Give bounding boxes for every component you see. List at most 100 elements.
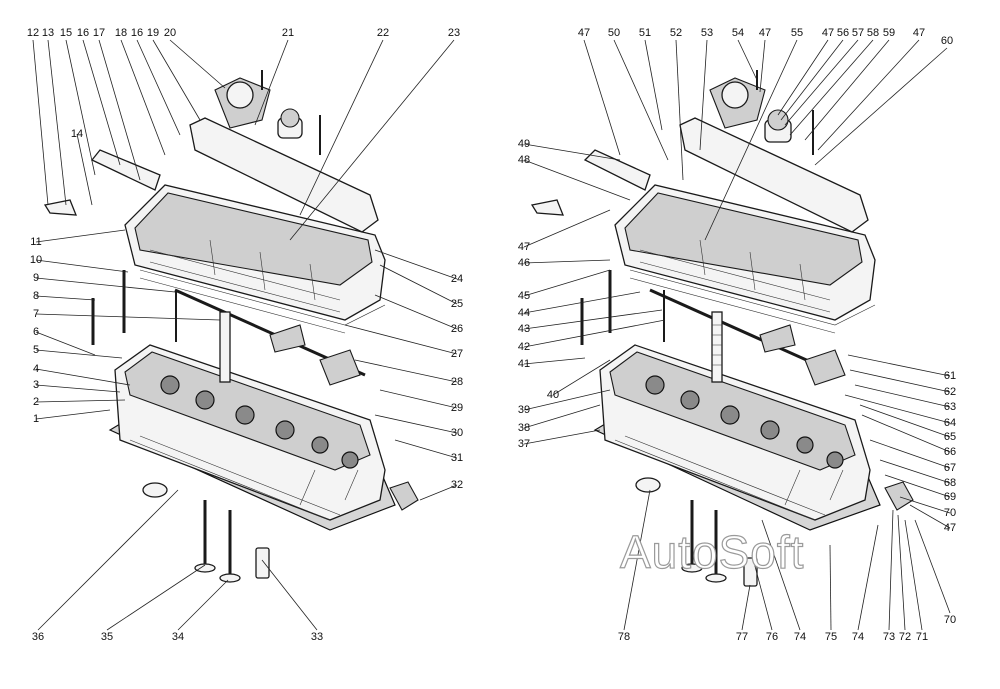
left-thermostat-cap	[226, 81, 254, 109]
right-callout-label: 45	[518, 290, 530, 302]
left-callout-label: 17	[93, 27, 105, 39]
right-leader-line	[829, 544, 832, 631]
right-thermostat-cap	[721, 81, 749, 109]
left-leader-line	[299, 39, 384, 216]
right-callout-label: 70	[944, 507, 956, 519]
right-head-ports	[645, 375, 844, 469]
left-leader-line	[152, 39, 201, 121]
left-head-ports	[160, 375, 359, 469]
left-callout-label: 18	[115, 27, 127, 39]
right-callout-label: 77	[736, 631, 748, 643]
right-callout-label: 56	[837, 27, 849, 39]
left-callout-label: 12	[27, 27, 39, 39]
left-callout-label: 35	[101, 631, 113, 643]
left-leader-line	[35, 399, 126, 403]
left-callout-label: 31	[451, 452, 463, 464]
left-assembly	[43, 70, 419, 583]
left-callout-label: 20	[164, 27, 176, 39]
right-callout-label: 61	[944, 370, 956, 382]
left-callout-label: 27	[451, 348, 463, 360]
left-leader-line	[35, 384, 121, 393]
right-leader-line	[761, 519, 801, 631]
left-leader-line	[169, 39, 226, 89]
left-leader-line	[289, 39, 455, 241]
right-leader-line	[914, 519, 951, 614]
right-callout-label: 71	[916, 631, 928, 643]
right-callout-label: 74	[794, 631, 806, 643]
right-callout-label: 39	[518, 404, 530, 416]
right-leader-line	[869, 439, 951, 469]
right-callout-label: 55	[791, 27, 803, 39]
left-leader-line	[37, 489, 179, 631]
right-leader-line	[814, 47, 948, 166]
right-leader-line	[523, 404, 601, 429]
left-leader-line	[374, 414, 458, 434]
right-callout-label: 54	[732, 27, 744, 39]
right-leader-line	[623, 489, 651, 631]
right-leader-line	[879, 459, 951, 484]
left-callout-label: 4	[33, 363, 39, 375]
right-callout-label: 68	[944, 477, 956, 489]
right-leader-line	[789, 39, 874, 136]
right-leader-line	[737, 39, 758, 81]
left-leader-line	[65, 39, 96, 176]
right-leader-line	[523, 429, 601, 445]
left-callout-label: 16	[131, 27, 143, 39]
left-callout-label: 28	[451, 376, 463, 388]
right-callout-label: 48	[518, 154, 530, 166]
right-leader-line	[583, 39, 621, 156]
right-assembly	[530, 70, 914, 587]
right-leader-line	[780, 39, 844, 121]
right-leader-line	[884, 474, 951, 498]
left-small-bolts	[43, 70, 321, 216]
right-rocker-cover-top	[624, 192, 863, 286]
right-callout-label: 38	[518, 422, 530, 434]
right-leader-line	[675, 39, 684, 181]
left-leader-line	[82, 39, 121, 166]
right-callout-label: 57	[852, 27, 864, 39]
right-plug	[635, 477, 661, 493]
left-leader-line	[374, 294, 458, 330]
left-leader-line	[35, 295, 96, 301]
left-callout-label: 16	[77, 27, 89, 39]
right-callout-label: 60	[941, 35, 953, 47]
left-leader-line	[261, 559, 318, 631]
left-leader-line	[47, 39, 67, 206]
right-intake-pipe	[679, 117, 869, 233]
left-callout-label: 10	[30, 254, 42, 266]
left-leader-line	[35, 229, 126, 243]
right-callout-label: 40	[547, 389, 559, 401]
right-leader-line	[552, 359, 611, 396]
right-leader-line	[523, 357, 586, 365]
left-plug	[142, 482, 168, 498]
right-leader-line	[817, 39, 920, 151]
right-breather-tube	[583, 149, 651, 191]
right-leader-line	[844, 394, 951, 424]
left-callout-label: 36	[32, 631, 44, 643]
left-leader-line	[35, 259, 129, 273]
right-callout-label: 53	[701, 27, 713, 39]
left-leader-line	[394, 439, 458, 459]
left-leader-line	[35, 349, 123, 359]
left-leader-line	[379, 264, 458, 305]
right-rocker-arms	[759, 324, 846, 386]
right-callout-label: 42	[518, 341, 530, 353]
right-leader-line	[849, 369, 951, 393]
right-callout-label: 74	[852, 631, 864, 643]
left-leader-line	[35, 368, 131, 386]
right-callout-label: 51	[639, 27, 651, 39]
left-leader-line	[106, 564, 206, 631]
right-leader-line	[777, 39, 829, 116]
right-callout-label: 46	[518, 257, 530, 269]
right-leader-line	[904, 519, 923, 631]
right-leader-line	[784, 39, 859, 126]
leader-lines	[32, 39, 951, 631]
right-callout-label: 47	[578, 27, 590, 39]
left-leader-line	[354, 359, 458, 383]
right-callout-label: 64	[944, 417, 956, 429]
left-leader-line	[35, 409, 111, 420]
right-leader-line	[699, 39, 708, 151]
right-leader-line	[899, 496, 951, 514]
right-callout-label: 66	[944, 446, 956, 458]
